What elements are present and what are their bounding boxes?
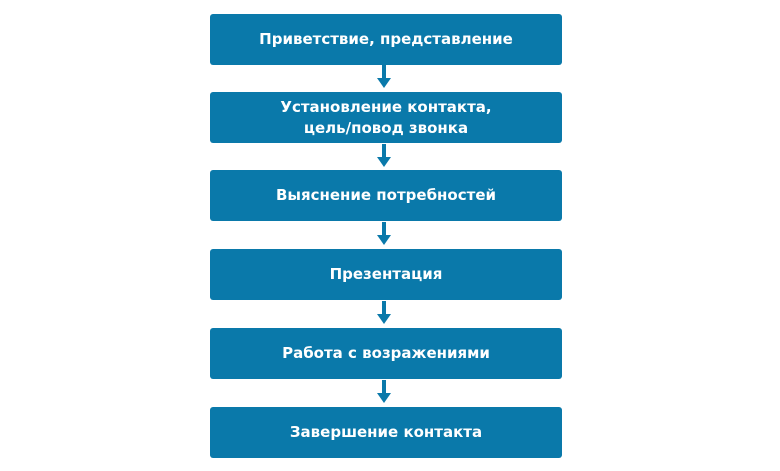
step-objection-handling: Работа с возражениями bbox=[210, 328, 562, 379]
step-needs-discovery: Выяснение потребностей bbox=[210, 170, 562, 221]
step-presentation: Презентация bbox=[210, 249, 562, 300]
step-greeting: Приветствие, представление bbox=[210, 14, 562, 65]
step-establish-contact: Установление контакта, цель/повод звонка bbox=[210, 92, 562, 143]
step-closing-contact: Завершение контакта bbox=[210, 407, 562, 458]
down-arrow-icon bbox=[377, 65, 391, 88]
down-arrow-icon bbox=[377, 380, 391, 403]
down-arrow-icon bbox=[377, 144, 391, 167]
down-arrow-icon bbox=[377, 301, 391, 324]
down-arrow-icon bbox=[377, 222, 391, 245]
